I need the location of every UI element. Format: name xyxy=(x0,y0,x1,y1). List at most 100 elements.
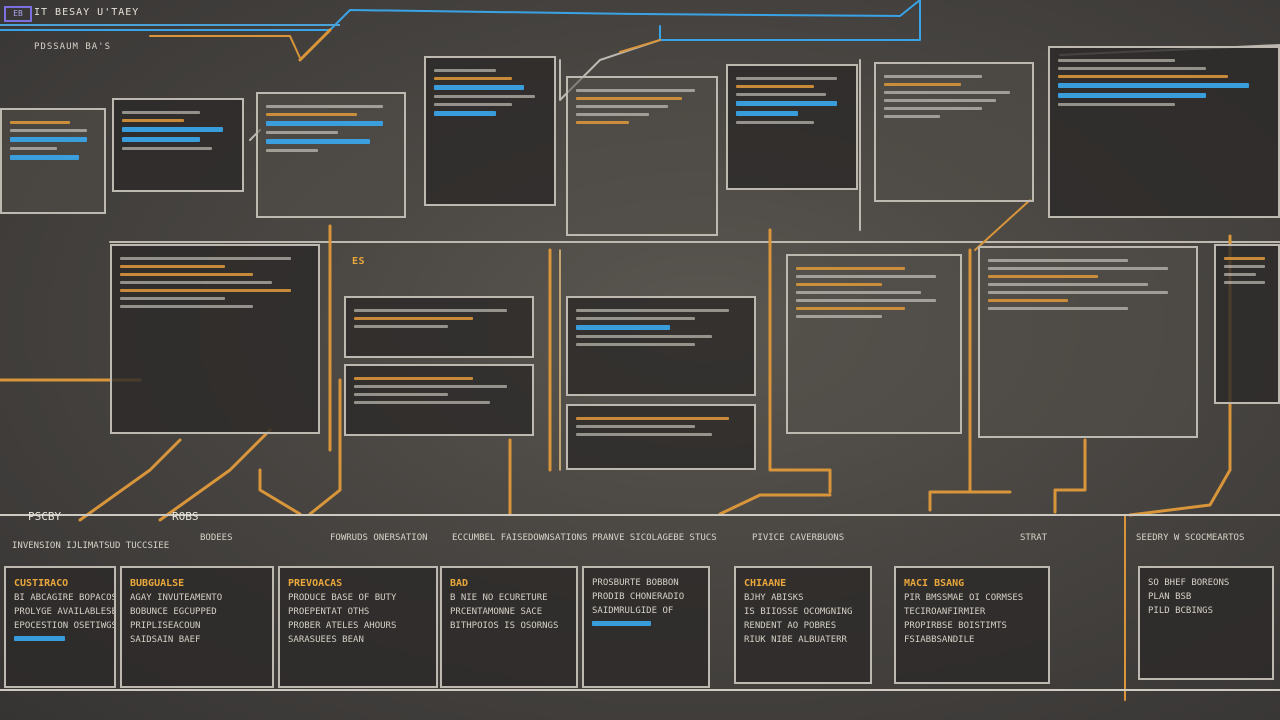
text-line xyxy=(988,307,1128,310)
text-line xyxy=(266,131,338,134)
node-d[interactable] xyxy=(424,56,556,206)
bottom-cell-7[interactable]: MACI BSANG PIR BMSSMAE OI CORMSES TECIRO… xyxy=(894,566,1050,684)
text-line xyxy=(1224,257,1266,260)
text-line xyxy=(1058,67,1207,70)
text-line xyxy=(14,636,65,641)
bottom-cell-8[interactable]: SO BHEF BOREONS PLAN BSB PILD BCBINGS xyxy=(1138,566,1274,680)
cell-line: RIUK NIBE ALBUATERR xyxy=(744,635,847,645)
mid-panel-4[interactable] xyxy=(566,296,756,396)
text-line xyxy=(266,105,383,108)
mid-panel-1[interactable] xyxy=(110,244,320,434)
text-line xyxy=(576,105,669,108)
page-title: IT BESAY U'TAEY xyxy=(34,7,140,18)
text-line xyxy=(988,283,1148,286)
cell-line: IS BIIOSSE OCOMGNING xyxy=(744,607,853,617)
cell-line: PLAN BSB xyxy=(1148,592,1192,602)
text-line xyxy=(988,275,1098,278)
mid-panel-7[interactable] xyxy=(978,246,1198,438)
bottom-cell-3[interactable]: PREVOACAS PRODUCE BASE OF BUTY PROEPENTA… xyxy=(278,566,438,688)
node-a[interactable] xyxy=(0,108,106,214)
bottom-cell-2[interactable]: BUBGUALSE AGAY INVUTEAMENTO BOBUNCE EGCU… xyxy=(120,566,274,688)
page-subtitle: PDSSAUM BA'S xyxy=(34,42,112,52)
cell-line: BJHY ABISKS xyxy=(744,593,804,603)
text-line xyxy=(884,115,940,118)
text-line xyxy=(576,425,695,428)
text-line xyxy=(576,317,695,320)
text-line xyxy=(988,259,1128,262)
column-header: STRAT xyxy=(1020,533,1048,543)
cell-title: MACI BSANG xyxy=(904,578,965,589)
cell-line: PROBER ATELES AHOURS xyxy=(288,621,397,631)
text-line xyxy=(354,377,473,380)
text-line xyxy=(576,121,629,124)
cell-line: RENDENT AO POBRES xyxy=(744,621,837,631)
mid-panel-6[interactable] xyxy=(786,254,962,434)
text-line xyxy=(266,139,370,144)
cell-title: PREVOACAS xyxy=(288,578,343,589)
text-line xyxy=(576,309,729,312)
cell-line: PIR BMSSMAE OI CORMSES xyxy=(904,593,1024,603)
mid-heading: ES xyxy=(352,256,366,267)
text-line xyxy=(576,113,649,116)
text-line xyxy=(988,291,1168,294)
text-line xyxy=(120,305,253,308)
cell-line: TECIROANFIRMIER xyxy=(904,607,986,617)
row-label-mid: ROBS xyxy=(172,510,199,523)
cell-line: PRODUCE BASE OF BUTY xyxy=(288,593,397,603)
text-line xyxy=(434,69,496,72)
node-c[interactable] xyxy=(256,92,406,218)
row-label-left: PSCBY xyxy=(28,510,62,523)
cell-line: PRCENTAMONNE SACE xyxy=(450,607,543,617)
text-line xyxy=(354,401,490,404)
app-badge: EB xyxy=(4,6,32,22)
text-line xyxy=(988,299,1068,302)
text-line xyxy=(884,107,982,110)
node-e[interactable] xyxy=(566,76,718,236)
text-line xyxy=(884,99,996,102)
text-line xyxy=(576,97,682,100)
mid-panel-8[interactable] xyxy=(1214,244,1280,404)
title-bar xyxy=(0,4,340,26)
text-line xyxy=(576,433,712,436)
text-line xyxy=(266,149,318,152)
node-h[interactable] xyxy=(1048,46,1280,218)
text-line xyxy=(1058,103,1175,106)
cell-line: PROPIRBSE BOISTIMTS xyxy=(904,621,1007,631)
column-header: BODEES xyxy=(200,533,233,543)
text-line xyxy=(1058,93,1207,98)
cell-line: PROEPENTAT OTHS xyxy=(288,607,370,617)
text-line xyxy=(122,119,184,122)
text-line xyxy=(10,129,88,132)
text-line xyxy=(120,265,225,268)
bottom-cell-5[interactable]: PROSBURTE BOBBON PRODIB CHONERADIO SAIDM… xyxy=(582,566,710,688)
node-f[interactable] xyxy=(726,64,858,190)
text-line xyxy=(434,85,524,90)
text-line xyxy=(10,121,71,124)
node-g[interactable] xyxy=(874,62,1034,202)
cell-line: SAIDSAIN BAEF xyxy=(130,635,201,645)
text-line xyxy=(796,315,882,318)
bottom-cell-6[interactable]: CHIAANE BJHY ABISKS IS BIIOSSE OCOMGNING… xyxy=(734,566,872,684)
mid-panel-5[interactable] xyxy=(566,404,756,470)
text-line xyxy=(736,101,837,106)
text-line xyxy=(10,155,79,160)
text-line xyxy=(736,77,837,80)
text-line xyxy=(354,393,448,396)
cell-line: PROSBURTE BOBBON xyxy=(592,578,679,588)
bottom-cell-1[interactable]: CUSTIRACO BI ABCAGIRE BOPACOS PROLYGE AV… xyxy=(4,566,116,688)
cell-title: CUSTIRACO xyxy=(14,578,69,589)
cell-line: AGAY INVUTEAMENTO xyxy=(130,593,223,603)
node-b[interactable] xyxy=(112,98,244,192)
text-line xyxy=(796,275,937,278)
text-line xyxy=(736,85,815,88)
cell-line: SO BHEF BOREONS xyxy=(1148,578,1230,588)
bottom-cell-4[interactable]: BAD B NIE NO ECURETURE PRCENTAMONNE SACE… xyxy=(440,566,578,688)
cell-line: PRIPLISEACOUN xyxy=(130,621,201,631)
mid-panel-3[interactable] xyxy=(344,364,534,436)
text-line xyxy=(120,281,272,284)
cell-line: BI ABCAGIRE BOPACOS xyxy=(14,593,116,603)
text-line xyxy=(796,291,921,294)
text-line xyxy=(576,325,670,330)
mid-panel-2[interactable] xyxy=(344,296,534,358)
text-line xyxy=(736,121,815,124)
